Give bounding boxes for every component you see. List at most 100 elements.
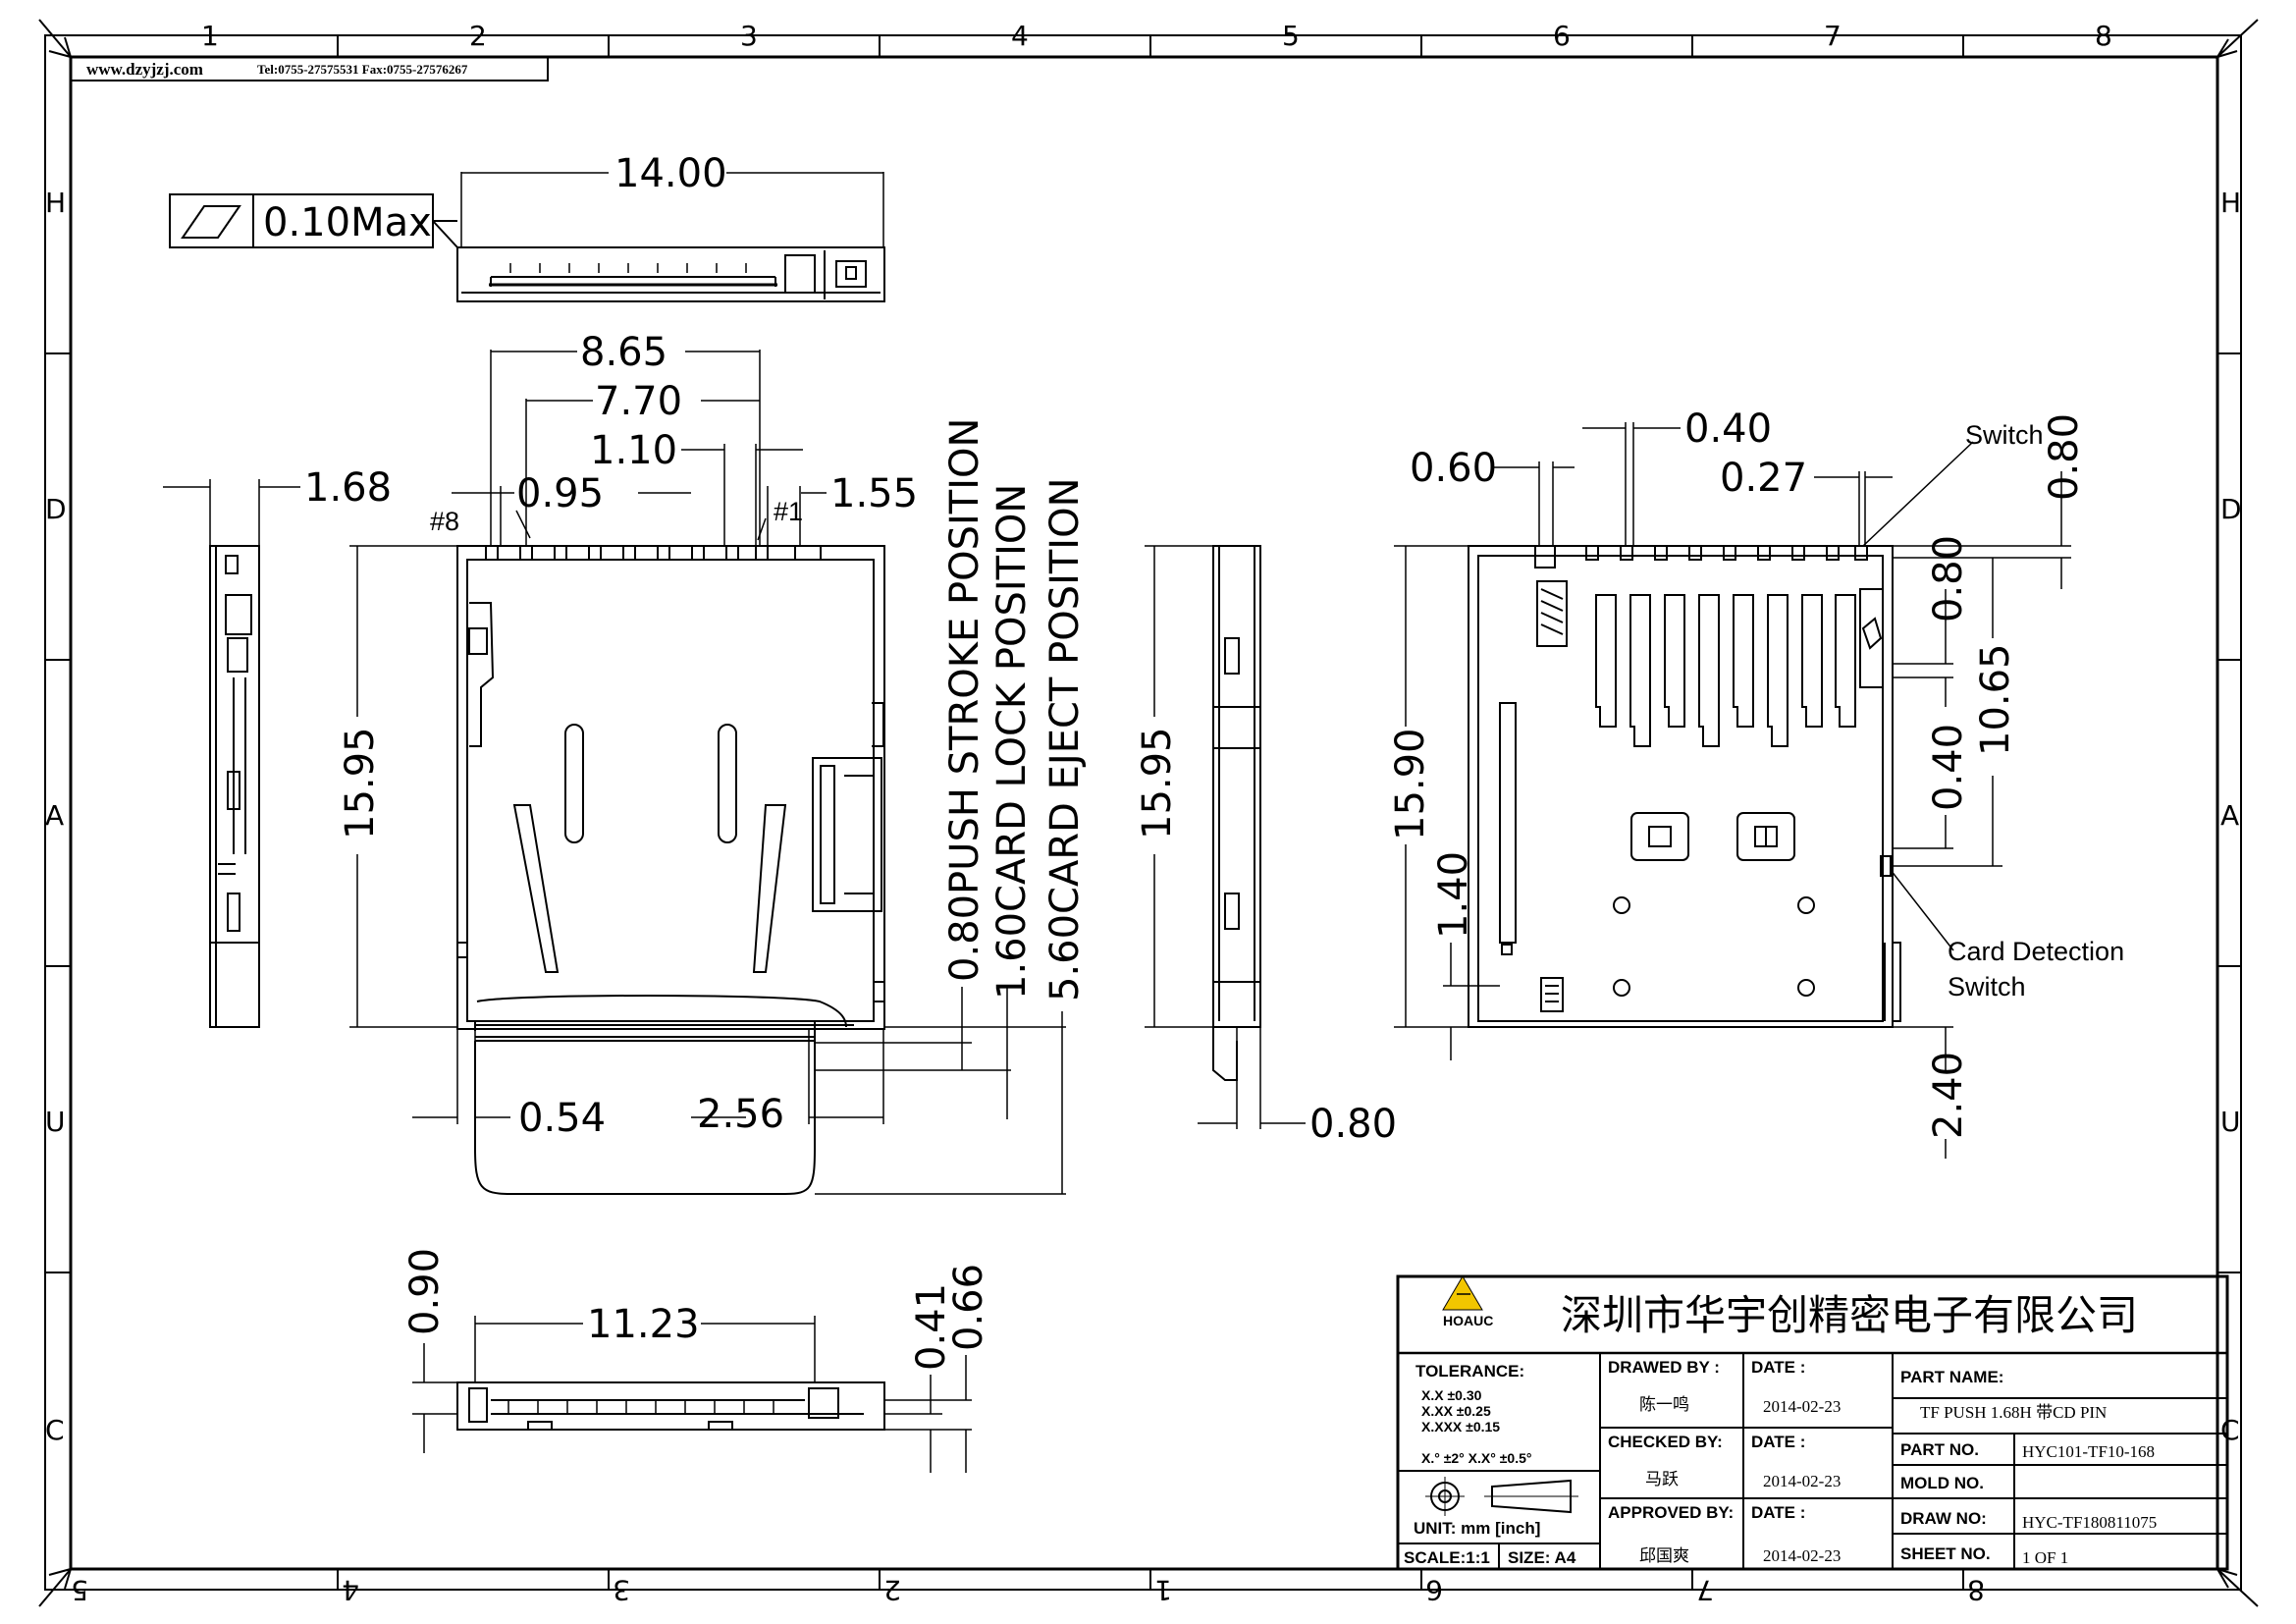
flatness-symbol-icon [181,205,241,239]
tolerance-label: TOLERANCE: [1415,1362,1524,1380]
company-logo: HOAUC [1442,1275,1493,1328]
date-label-2: DATE : [1751,1433,1805,1451]
sheet-no-value: 1 OF 1 [2022,1548,2068,1567]
drawn-by-value: 陈一鸣 [1639,1395,1689,1414]
zone-top-5: 5 [1282,20,1300,52]
part-no-label: PART NO. [1900,1440,1979,1459]
dim-0-40-right: 0.40 [1926,724,1971,811]
zone-bottom-7: 7 [1696,1574,1714,1606]
zone-bottom-6: 6 [1425,1574,1443,1606]
top-front-view: 14.00 [456,151,885,302]
dim-14-00: 14.00 [614,151,727,196]
zone-top-1: 1 [201,20,219,52]
company-name: 深圳市华宇创精密电子有限公司 [1561,1291,2138,1339]
dim-7-70: 7.70 [595,379,682,424]
draw-no-value: HYC-TF180811075 [2022,1513,2157,1532]
dim-0-90: 0.90 [402,1248,448,1335]
date-value-2: 2014-02-23 [1763,1472,1841,1490]
zone-bottom-5: 5 [71,1574,88,1606]
tolerance-2: X.XX ±0.25 [1421,1403,1491,1419]
dim-2-56: 2.56 [697,1092,784,1137]
zone-left-a: A [45,799,64,832]
date-value-1: 2014-02-23 [1763,1397,1841,1416]
pin-1-label: #1 [774,497,803,526]
draw-no-label: DRAW NO: [1900,1509,1987,1528]
dim-0-80-right-top: 0.80 [2042,413,2087,501]
zone-bottom-1: 1 [1154,1574,1172,1606]
zone-right-h: H [2220,187,2241,219]
dim-0-60: 0.60 [1410,446,1497,491]
sheet-no-label: SHEET NO. [1900,1544,1991,1563]
main-plan-view: 8.65 7.70 1.10 0.95 1.55 #8 #1 15.95 [338,330,1088,1195]
zone-bottom-3: 3 [613,1574,630,1606]
zone-left-u: U [45,1106,66,1138]
part-name-value: TF PUSH 1.68H 带CD PIN [1920,1403,2107,1422]
zone-top-4: 4 [1011,20,1029,52]
approved-by-value: 邱国爽 [1639,1546,1689,1565]
dim-0-40-top: 0.40 [1684,406,1772,452]
card-eject-position: 5.60CARD EJECT POSITION [1042,477,1088,1001]
dim-10-65: 10.65 [1973,643,2018,756]
date-label-1: DATE : [1751,1358,1805,1377]
zone-top-2: 2 [469,20,487,52]
dim-0-80-right-mid: 0.80 [1926,535,1971,623]
approved-by-label: APPROVED BY: [1608,1503,1734,1522]
left-side-view: 1.68 [163,465,392,1028]
flatness-value: 0.10Max [263,200,432,245]
zone-top-6: 6 [1553,20,1571,52]
title-block: HOAUC 深圳市华宇创精密电子有限公司 TOLERANCE: X.X ±0.3… [1396,1274,2229,1571]
zone-right-u: U [2220,1106,2241,1138]
zone-bottom-8: 8 [1967,1574,1985,1606]
dim-0-95: 0.95 [516,471,604,516]
zone-left-c: C [45,1414,65,1446]
zone-top-7: 7 [1824,20,1842,52]
pin-8-label: #8 [430,507,459,536]
right-bottom-view: 0.60 0.40 0.27 Switch 0.80 0.80 [1388,406,2124,1159]
scale-label: SCALE:1:1 [1404,1548,1490,1567]
dim-15-95-side: 15.95 [1135,727,1180,839]
dim-15-95-left: 15.95 [338,727,383,839]
dim-0-80-side: 0.80 [1309,1102,1397,1147]
website-header: www.dzyjzj.com Tel:0755-27575531 Fax:075… [70,56,549,81]
tolerance-1: X.X ±0.30 [1421,1387,1482,1403]
switch-label: Switch [1965,420,2044,450]
zone-left-h: H [45,187,66,219]
push-stroke-position: 0.80PUSH STROKE POSITION [942,418,988,982]
dim-0-41: 0.41 [909,1283,954,1371]
projection-symbol-icon [1425,1477,1578,1516]
unit-label: UNIT: mm [inch] [1414,1519,1540,1538]
dim-0-66: 0.66 [946,1264,991,1351]
dim-15-90: 15.90 [1388,728,1433,840]
dim-11-23: 11.23 [587,1302,700,1347]
checked-by-label: CHECKED BY: [1608,1433,1723,1451]
angle-tolerance: X.° ±2° X.X° ±0.5° [1421,1450,1531,1466]
middle-side-view: 15.95 0.80 [1135,545,1397,1147]
date-label-3: DATE : [1751,1503,1805,1522]
dim-1-55: 1.55 [830,471,918,516]
date-value-3: 2014-02-23 [1763,1546,1841,1565]
card-detection-switch-label: Switch [1948,972,2026,1001]
zone-bottom-2: 2 [883,1574,901,1606]
flatness-callout: 0.10Max [169,193,458,248]
website-text: www.dzyjzj.com [86,60,203,79]
dim-8-65: 8.65 [580,330,667,375]
card-detection-label: Card Detection [1948,937,2124,966]
dim-1-10: 1.10 [590,428,677,473]
drawing-frame [38,19,2259,1607]
mold-no-label: MOLD NO. [1900,1474,1984,1492]
drawn-by-label: DRAWED BY : [1608,1358,1720,1377]
bottom-front-view: 11.23 0.90 0.41 0.66 [402,1248,991,1473]
dim-0-27: 0.27 [1720,456,1807,501]
checked-by-value: 马跃 [1645,1470,1679,1489]
zone-top-8: 8 [2095,20,2112,52]
svg-text:HOAUC: HOAUC [1443,1313,1493,1328]
dim-2-40: 2.40 [1926,1052,1971,1139]
dim-0-54: 0.54 [518,1096,606,1141]
contact-text: Tel:0755-27575531 Fax:0755-27576267 [257,62,468,77]
zone-right-d: D [2220,493,2242,525]
zone-right-a: A [2220,799,2239,832]
dim-1-40: 1.40 [1431,851,1476,939]
zone-top-3: 3 [740,20,758,52]
part-no-value: HYC101-TF10-168 [2022,1442,2155,1461]
